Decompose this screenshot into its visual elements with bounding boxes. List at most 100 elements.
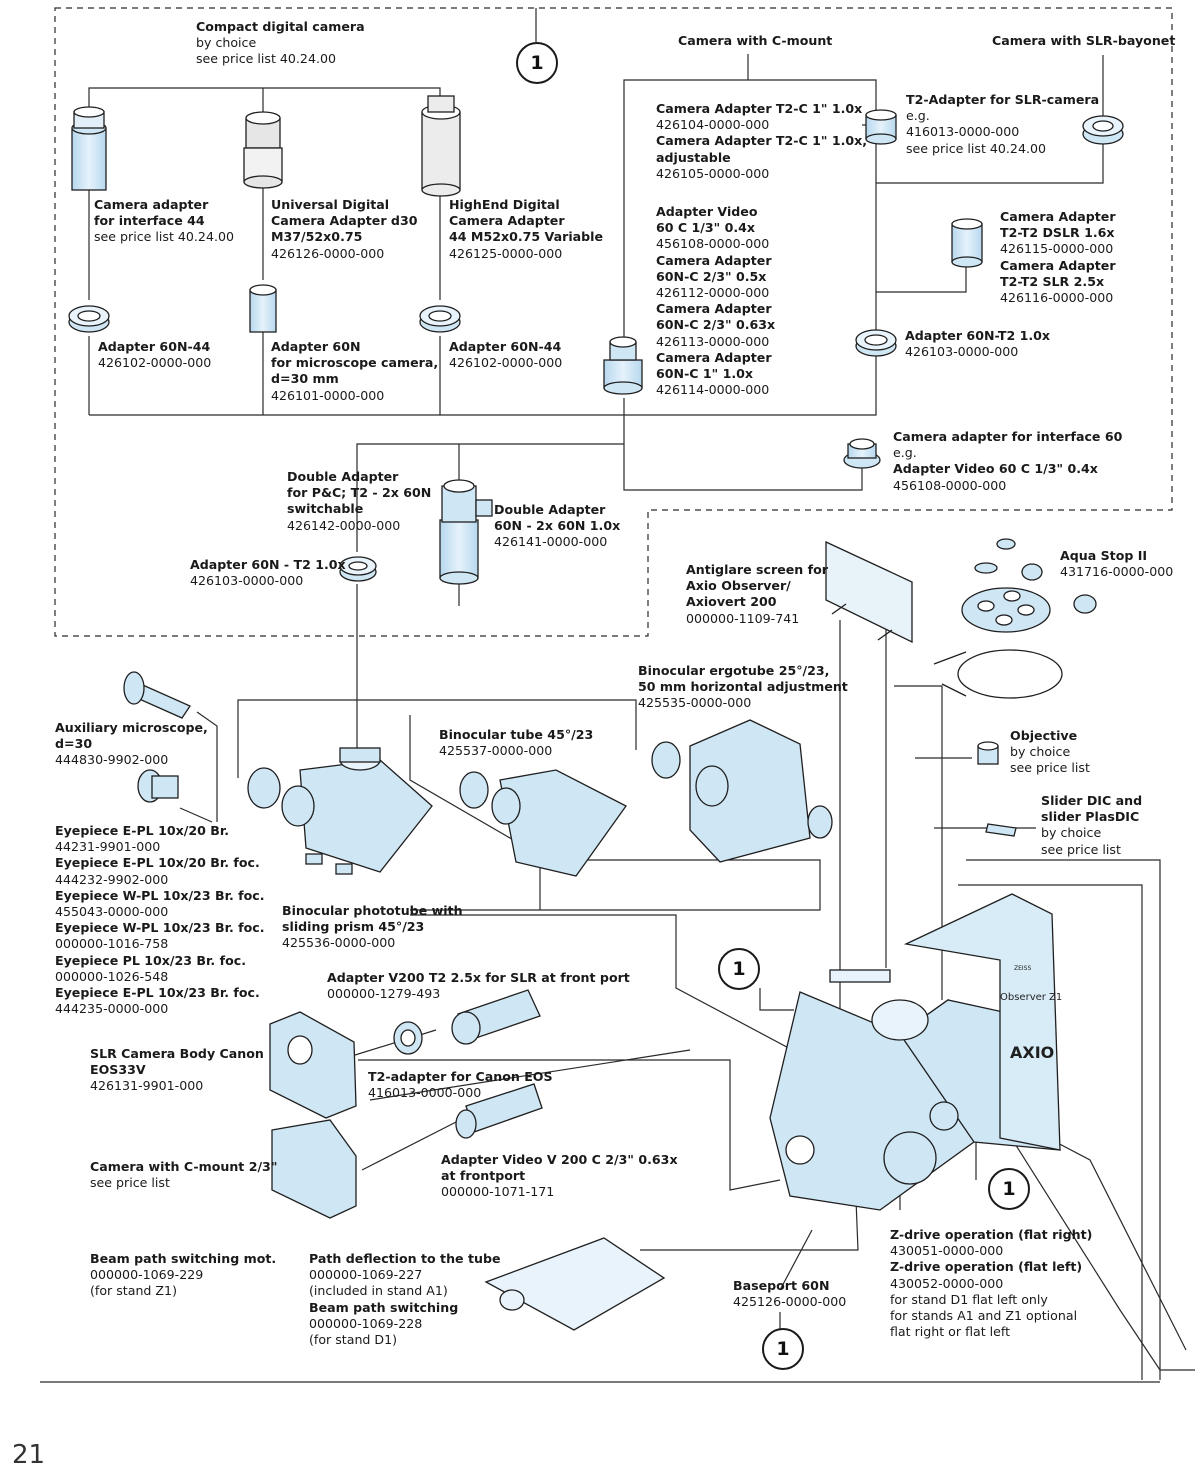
label-heading-line: Camera Adapter [1000,209,1116,224]
adapter-video-c-part [603,336,643,395]
t2-slr-adapter-part [1082,115,1124,145]
label-detail-line: 426116-0000-000 [1000,290,1114,306]
wire-double-adapters [356,443,624,552]
t2t2-adapter-part [951,218,983,268]
label-heading-line: Z-drive operation (flat left) [890,1259,1083,1275]
double-adapter-part [439,479,493,585]
label-detail-line: 000000-1026-548 [55,968,169,984]
label-detail-line: e.g. [906,108,930,124]
system-boundary-dashed [54,7,1173,637]
ergotube-part [651,719,833,863]
label-detail-line: 426142-0000-000 [287,517,401,533]
label-heading-line: Adapter 60N-44 [98,339,211,354]
cmount-23-part [271,1119,357,1219]
aqua-stop-part [933,538,1097,699]
label-heading-line: T2-Adapter for SLR-camera [906,92,1100,107]
callout-badge: 1 [718,948,760,990]
label-heading-line: Aqua Stop II [1060,548,1148,563]
t2-canon-part [393,1021,423,1055]
label-detail-line: for stands A1 and Z1 optional [890,1308,1078,1324]
adapter-60n44-left-part [68,305,110,333]
label-detail-line: 426103-0000-000 [190,573,304,589]
label-detail-line: e.g. [893,445,917,461]
highend-adapter-part [421,95,461,197]
label-detail-line: 430052-0000-000 [890,1275,1004,1291]
label-heading-line: switchable [287,501,364,517]
label-heading-line: 60N-C 2/3" 0.63x [656,317,776,333]
label-detail-line: 426131-9901-000 [90,1078,204,1094]
label-heading-line: Camera with C-mount 2/3" [90,1159,278,1174]
label-heading-line: Adapter Video 60 C 1/3" 0.4x [893,461,1098,477]
label-heading-line: M37/52x0.75 [271,229,363,245]
universal-adapter-part [243,111,283,189]
label-heading-line: 60N-C 1" 1.0x [656,366,754,382]
label-detail-line: (for stand D1) [309,1332,398,1348]
label-detail-line: 000000-1069-227 [309,1267,423,1283]
label-detail-line: 425535-0000-000 [638,695,752,711]
callout-badge: 1 [988,1168,1030,1210]
label-detail-line: 431716-0000-000 [1060,564,1174,580]
label-heading-line: adjustable [656,149,731,165]
label-detail-line: see price list 40.24.00 [906,140,1046,156]
label-heading-line: Eyepiece PL 10x/23 Br. foc. [55,952,246,968]
label-heading-line: sliding prism 45°/23 [282,919,425,935]
label-heading-line: Binocular ergotube 25°/23, [638,663,830,678]
label-heading-line: Adapter 60N - T2 1.0x [190,557,346,572]
label-detail-line: 456108-0000-000 [893,477,1007,493]
stand-model-mark: Observer Z1 [1000,992,1062,1003]
label-heading-line: T2-T2 DSLR 1.6x [1000,225,1115,241]
label-detail-line: 426105-0000-000 [656,165,770,181]
label-heading-line: Camera Adapter [656,349,772,365]
label-detail-line: 430051-0000-000 [890,1243,1004,1259]
aux-microscope-part [123,671,191,803]
label-heading-line: Z-drive operation (flat right) [890,1227,1093,1242]
label-detail-line: by choice [1041,825,1102,841]
label-heading-line: Eyepiece W-PL 10x/23 Br. foc. [55,887,265,903]
label-detail-line: 000000-1071-171 [441,1184,555,1200]
label-heading-line: Camera Adapter [656,252,772,268]
label-heading-line: Beam path switching mot. [90,1251,277,1266]
label-detail-line: 000000-1279-493 [327,986,441,1002]
wire-compact-camera [88,87,441,118]
label-heading-line: Universal Digital [271,197,390,212]
label-detail-line: 444235-0000-000 [55,1001,169,1017]
label-heading-line: d=30 [55,736,93,752]
label-detail-line: see price list [90,1175,170,1191]
cam-adapter-44-part [71,106,107,191]
label-detail-line: 000000-1016-758 [55,936,169,952]
label-heading-line: for interface 44 [94,213,205,229]
label-heading-line: Camera Adapter T2-C 1" 1.0x [656,101,863,116]
label-detail-line: by choice [196,35,257,51]
label-heading-line: T2-adapter for Canon EOS [368,1069,553,1084]
label-heading-line: Camera Adapter [1000,257,1116,273]
callout-badge: 1 [762,1328,804,1370]
label-heading-line: at frontport [441,1168,526,1184]
label-heading-line: Adapter Video V 200 C 2/3" 0.63x [441,1152,678,1167]
page-number: 21 [12,1440,46,1470]
adapter-60nt2-left-part [339,556,377,582]
label-detail-line: see price list 40.24.00 [196,51,336,67]
v200-t2-part [451,989,541,1045]
label-detail-line: 444232-9902-000 [55,871,169,887]
label-detail-line: 416013-0000-000 [368,1085,482,1101]
label-detail-line: 416013-0000-000 [906,124,1020,140]
label-heading-line: Camera adapter for interface 60 [893,429,1123,444]
t2c-adapter-part [865,109,897,145]
